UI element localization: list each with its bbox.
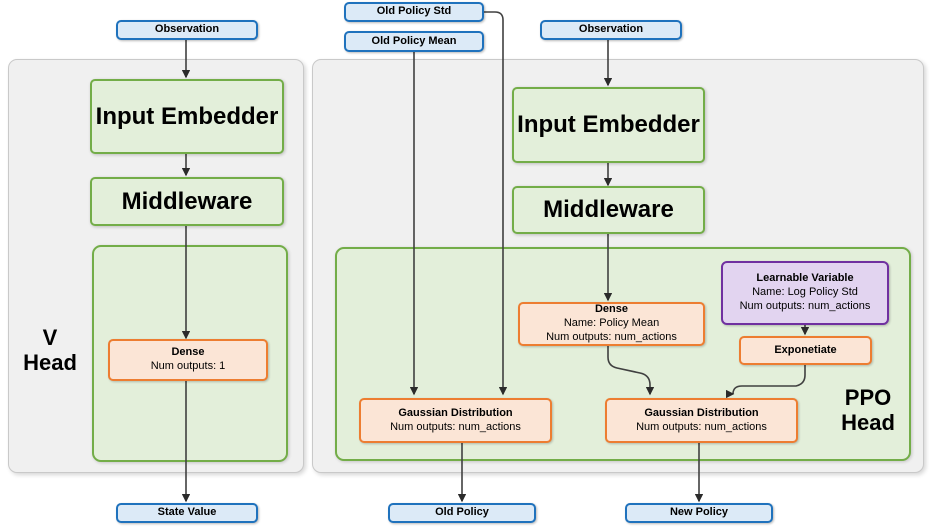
ppo-head-dense-num-outputs: Num outputs: num_actions [546,330,677,343]
v-head-middleware-label: Middleware [121,187,253,215]
v-head-dense[interactable]: Dense Num outputs: 1 [108,339,268,381]
v-head-input-embedder-label: Input Embedder [95,102,279,130]
input-observation-left[interactable]: Observation [116,20,258,40]
ppo-head-label: PPO Head [841,385,895,436]
output-state-value-label: State Value [157,506,217,519]
input-old-policy-mean[interactable]: Old Policy Mean [344,31,484,52]
ppo-head-input-embedder-label: Input Embedder [517,111,700,138]
v-head-input-embedder[interactable]: Input Embedder [90,79,284,154]
ppo-head-gaussian-new[interactable]: Gaussian Distribution Num outputs: num_a… [605,398,798,443]
input-old-policy-std-label: Old Policy Std [376,5,452,18]
output-old-policy-label: Old Policy [435,506,489,519]
ppo-head-dense[interactable]: Dense Name: Policy Mean Num outputs: num… [518,302,705,346]
gaussian-new-title: Gaussian Distribution [644,406,759,419]
ppo-head-gaussian-old[interactable]: Gaussian Distribution Num outputs: num_a… [359,398,552,443]
input-old-policy-mean-label: Old Policy Mean [371,34,457,47]
output-new-policy-label: New Policy [669,506,729,519]
ppo-head-middleware-label: Middleware [543,196,674,223]
gaussian-old-num-outputs: Num outputs: num_actions [390,420,521,433]
ppo-head-exponetiate[interactable]: Exponetiate [739,336,872,365]
output-state-value[interactable]: State Value [116,503,258,523]
exponetiate-label: Exponetiate [774,343,837,356]
ppo-head-learnable-variable[interactable]: Learnable Variable Name: Log Policy Std … [721,261,889,325]
ppo-head-dense-title: Dense [594,303,629,316]
learnable-variable-num-outputs: Num outputs: num_actions [739,299,871,312]
learnable-variable-title: Learnable Variable [756,272,854,285]
gaussian-old-title: Gaussian Distribution [398,406,513,419]
input-observation-right-label: Observation [578,23,644,36]
input-observation-left-label: Observation [154,23,220,36]
v-head-dense-title: Dense [171,346,205,359]
ppo-head-middleware[interactable]: Middleware [512,186,705,234]
v-head-middleware[interactable]: Middleware [90,177,284,226]
output-new-policy[interactable]: New Policy [625,503,773,523]
v-head-label: V Head [23,325,77,376]
ppo-head-input-embedder[interactable]: Input Embedder [512,87,705,163]
output-old-policy[interactable]: Old Policy [388,503,536,523]
input-observation-right[interactable]: Observation [540,20,682,40]
v-head-dense-num-outputs: Num outputs: 1 [150,360,226,372]
ppo-head-dense-name: Name: Policy Mean [563,317,660,330]
input-old-policy-std[interactable]: Old Policy Std [344,2,484,22]
gaussian-new-num-outputs: Num outputs: num_actions [636,420,767,433]
learnable-variable-name: Name: Log Policy Std [752,286,858,299]
